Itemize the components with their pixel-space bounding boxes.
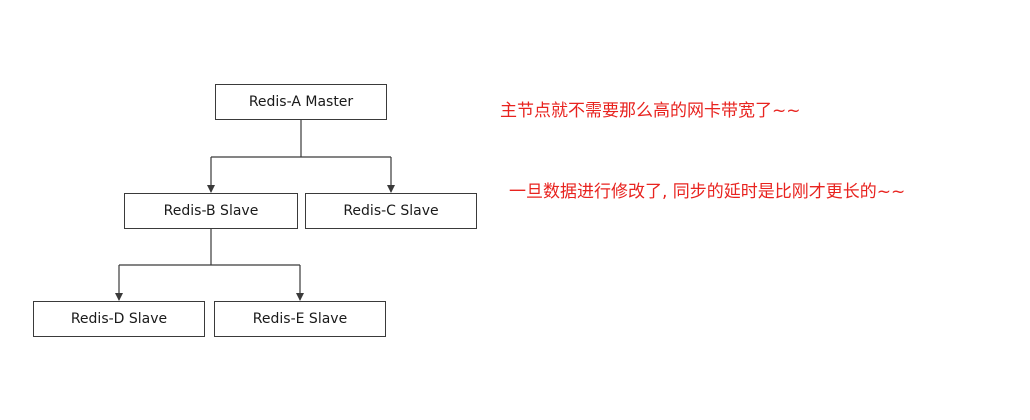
annotation-sync-delay: 一旦数据进行修改了, 同步的延时是比刚才更长的~~ — [509, 182, 906, 202]
node-redis-a-master: Redis-A Master — [215, 84, 387, 120]
node-redis-e-slave: Redis-E Slave — [214, 301, 386, 337]
node-redis-d-slave: Redis-D Slave — [33, 301, 205, 337]
annotation-master-bandwidth: 主节点就不需要那么高的网卡带宽了~~ — [500, 101, 801, 121]
node-redis-b-slave: Redis-B Slave — [124, 193, 298, 229]
node-redis-c-slave: Redis-C Slave — [305, 193, 477, 229]
